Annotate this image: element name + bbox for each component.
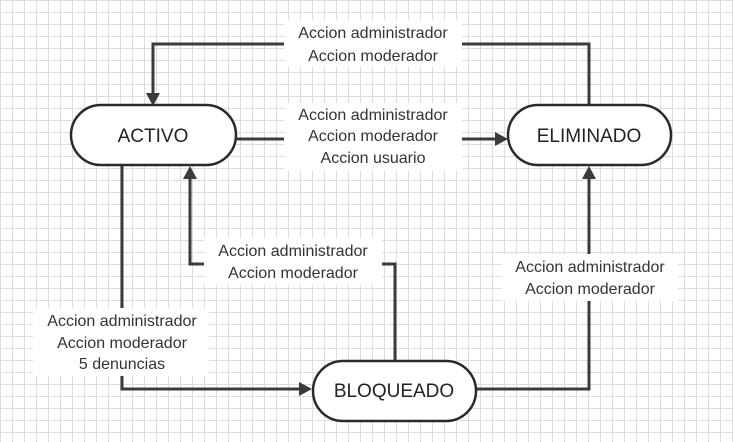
node-eliminado: ELIMINADO — [506, 103, 673, 167]
label-bg-activo-to-eliminado — [284, 103, 462, 171]
node-eliminado-box — [506, 103, 673, 167]
edge-label-activo-to-eliminado-1: Accion administrador — [298, 107, 448, 124]
edge-activo-to-bloqueado — [120, 166, 299, 391]
edge-label-eliminado-to-activo-1: Accion administrador — [298, 25, 448, 42]
arrowhead-bloqueado-to-activo — [183, 166, 197, 179]
arrowhead-bloqueado-to-eliminado — [582, 166, 596, 179]
arrowhead-eliminado-to-activo — [146, 93, 160, 106]
edge-label-activo-to-eliminado-2: Accion moderador — [308, 128, 439, 145]
node-eliminado-label: ELIMINADO — [537, 126, 642, 147]
label-bg-eliminado-to-activo — [284, 20, 462, 67]
node-bloqueado-label: BLOQUEADO — [334, 381, 454, 402]
edge-label-activo-to-eliminado-3: Accion usuario — [321, 150, 426, 167]
edge-bloqueado-to-eliminado — [476, 179, 591, 391]
node-bloqueado: BLOQUEADO — [311, 359, 478, 423]
edge-label-eliminado-to-activo-2: Accion moderador — [308, 48, 439, 65]
edge-label-activo-to-bloqueado-1: Accion administrador — [47, 313, 197, 330]
node-bloqueado-box — [311, 359, 478, 423]
arrowhead-activo-to-bloqueado — [299, 382, 312, 396]
arrowhead-activo-to-eliminado — [495, 132, 508, 146]
edge-label-bloqueado-to-eliminado-2: Accion moderador — [525, 281, 656, 298]
node-activo: ACTIVO — [69, 103, 238, 167]
node-activo-label: ACTIVO — [118, 126, 189, 147]
edge-label-bloqueado-to-activo-1: Accion administrador — [218, 243, 368, 260]
label-bg-bloqueado-to-activo — [204, 238, 382, 285]
edge-label-bloqueado-to-eliminado-1: Accion administrador — [515, 259, 665, 276]
edge-label-bloqueado-to-activo-2: Accion moderador — [228, 265, 359, 282]
node-activo-box — [69, 103, 238, 167]
label-bg-activo-to-bloqueado — [33, 308, 209, 376]
edge-label-activo-to-bloqueado-3: 5 denuncias — [79, 356, 165, 373]
label-bg-bloqueado-to-eliminado — [502, 254, 678, 301]
edge-label-activo-to-bloqueado-2: Accion moderador — [57, 335, 188, 352]
